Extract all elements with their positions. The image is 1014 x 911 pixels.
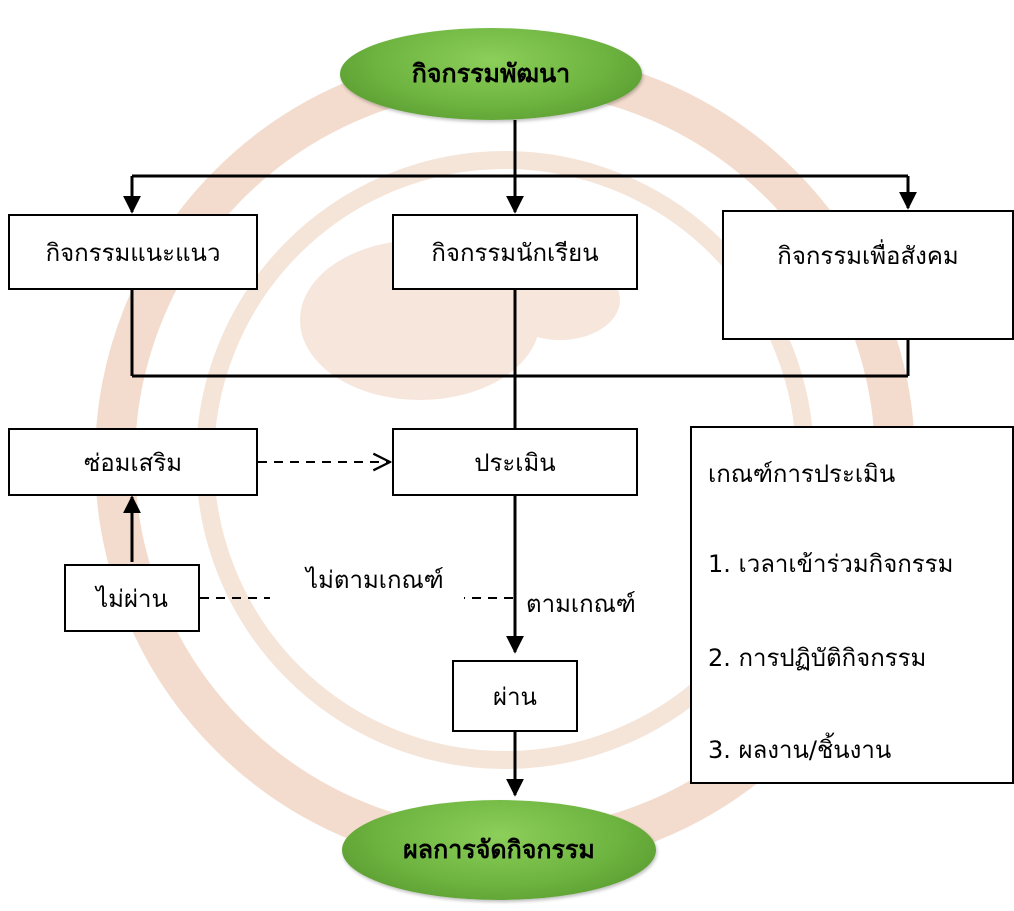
fail-label: ไม่ผ่าน bbox=[96, 584, 168, 613]
edge-label-meet: ตามเกณฑ์ bbox=[522, 586, 646, 631]
social-label: กิจกรรมเพื่อสังคม bbox=[777, 242, 959, 270]
pass-box: ผ่าน bbox=[452, 660, 578, 732]
evaluate-label: ประเมิน bbox=[474, 448, 556, 477]
criteria-box: เกณฑ์การประเมิน 1. เวลาเข้าร่วมกิจกรรม 2… bbox=[690, 426, 1014, 784]
student-activity-box: กิจกรรมนักเรียน bbox=[392, 214, 638, 290]
criteria-item: 1. เวลาเข้าร่วมกิจกรรม bbox=[708, 550, 954, 578]
remedial-box: ซ่อมเสริม bbox=[8, 428, 258, 496]
start-node: กิจกรรมพัฒนา bbox=[340, 28, 642, 120]
fail-box: ไม่ผ่าน bbox=[64, 564, 200, 632]
end-label: ผลการจัดกิจกรรม bbox=[403, 835, 595, 864]
criteria-title: เกณฑ์การประเมิน bbox=[708, 460, 896, 488]
guidance-activity-box: กิจกรรมแนะแนว bbox=[8, 214, 258, 290]
evaluate-box: ประเมิน bbox=[392, 428, 638, 496]
remedial-label: ซ่อมเสริม bbox=[83, 448, 183, 477]
guidance-label: กิจกรรมแนะแนว bbox=[45, 238, 221, 267]
edge-label-not-meet: ไม่ตามเกณฑ์ bbox=[270, 566, 464, 599]
pass-label: ผ่าน bbox=[493, 682, 537, 711]
criteria-item: 3. ผลงาน/ชิ้นงาน bbox=[708, 736, 892, 764]
student-label: กิจกรรมนักเรียน bbox=[431, 238, 599, 267]
social-activity-box: กิจกรรมเพื่อสังคม bbox=[722, 210, 1014, 340]
start-label: กิจกรรมพัฒนา bbox=[411, 59, 571, 88]
end-node: ผลการจัดกิจกรรม bbox=[342, 800, 656, 900]
criteria-item: 2. การปฏิบัติกิจกรรม bbox=[708, 644, 927, 672]
